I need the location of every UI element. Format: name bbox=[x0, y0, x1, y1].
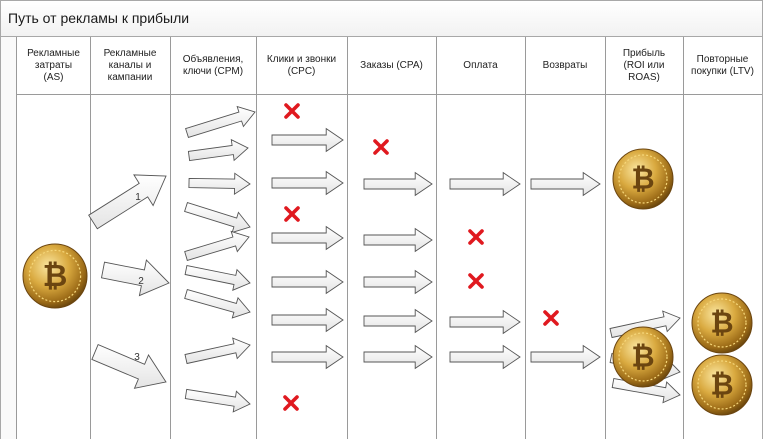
channel-label: 2 bbox=[138, 276, 144, 287]
coin-symbol: ₿ bbox=[631, 163, 654, 196]
rejected-cross-icon bbox=[283, 395, 299, 411]
ad-arrow bbox=[188, 172, 251, 196]
channel-arrow-1 bbox=[88, 174, 167, 230]
payment-arrow bbox=[449, 344, 521, 370]
column-header-row: Рекламные затраты (AS) Рекламные каналы … bbox=[17, 37, 763, 95]
column-header-profit: Прибыль (ROI или ROAS) bbox=[622, 47, 666, 83]
coin-symbol: ₿ bbox=[43, 259, 68, 294]
ad-arrow bbox=[187, 138, 249, 162]
column-header-ltv: Повторные покупки (LTV) bbox=[691, 53, 754, 77]
rejected-cross-icon bbox=[543, 310, 559, 326]
diagram-title: Путь от рекламы к прибыли bbox=[8, 10, 190, 26]
order-arrow bbox=[363, 171, 433, 197]
column-divider bbox=[347, 37, 348, 439]
labels-layer: 1 2 3 bbox=[134, 192, 144, 363]
channel-arrow-3 bbox=[91, 344, 167, 389]
order-arrow bbox=[363, 344, 433, 370]
arrows-layer bbox=[88, 105, 681, 413]
coin-symbol: ₿ bbox=[631, 341, 654, 374]
bitcoin-coin-icon: ₿ bbox=[691, 354, 753, 416]
ad-arrow bbox=[184, 230, 250, 261]
column-header-payment: Оплата bbox=[463, 59, 498, 71]
column-divider bbox=[436, 37, 437, 439]
swimlane-strip bbox=[0, 37, 17, 439]
column-header-channels: Рекламные каналы и кампании bbox=[103, 47, 157, 83]
channel-label: 1 bbox=[135, 192, 141, 203]
right-border bbox=[762, 37, 763, 439]
title-bar: Путь от рекламы к прибыли bbox=[0, 0, 763, 37]
click-arrow bbox=[271, 225, 344, 251]
ad-arrow bbox=[184, 202, 251, 234]
bitcoin-coin-icon: ₿ bbox=[612, 326, 674, 388]
ad-arrow bbox=[184, 337, 251, 365]
crosses-layer bbox=[283, 103, 559, 411]
order-arrow bbox=[363, 308, 433, 334]
ad-arrow bbox=[184, 388, 251, 413]
ad-arrow bbox=[184, 289, 251, 319]
profit-arrow bbox=[530, 171, 601, 197]
click-arrow bbox=[271, 307, 344, 333]
rejected-cross-icon bbox=[468, 273, 484, 289]
click-arrow bbox=[271, 269, 344, 295]
rejected-cross-icon bbox=[284, 206, 300, 222]
ad-arrow bbox=[184, 264, 251, 291]
profit-arrow bbox=[530, 344, 601, 370]
column-divider bbox=[256, 37, 257, 439]
coin-symbol: ₿ bbox=[710, 307, 733, 340]
column-header-ads: Объявления, ключи (CPM) bbox=[182, 53, 244, 77]
column-header-ad-spend: Рекламные затраты (AS) bbox=[27, 47, 80, 83]
column-divider bbox=[683, 37, 684, 439]
rejected-cross-icon bbox=[468, 229, 484, 245]
order-arrow bbox=[363, 269, 433, 295]
bitcoin-coin-icon: ₿ bbox=[22, 243, 88, 309]
column-divider bbox=[170, 37, 171, 439]
column-divider bbox=[605, 37, 606, 439]
column-divider bbox=[525, 37, 526, 439]
payment-arrow bbox=[449, 309, 521, 335]
payment-arrow bbox=[449, 171, 521, 197]
column-header-returns: Возвраты bbox=[542, 59, 588, 71]
ad-arrow bbox=[185, 105, 256, 138]
column-divider bbox=[90, 37, 91, 439]
column-header-orders: Заказы (CPA) bbox=[360, 59, 423, 71]
rejected-cross-icon bbox=[373, 139, 389, 155]
click-arrow bbox=[271, 127, 344, 153]
column-header-clicks: Клики и звонки (CPC) bbox=[266, 53, 337, 77]
channel-arrow-2 bbox=[100, 259, 170, 297]
order-arrow bbox=[363, 227, 433, 253]
repeat-arrow bbox=[611, 377, 681, 404]
click-arrow bbox=[271, 170, 344, 196]
channel-label: 3 bbox=[134, 352, 140, 363]
coin-symbol: ₿ bbox=[710, 369, 733, 402]
coins-layer: ₿ ₿ ₿ ₿ ₿ bbox=[22, 148, 753, 416]
bitcoin-coin-icon: ₿ bbox=[612, 148, 674, 210]
click-arrow bbox=[271, 344, 344, 370]
bitcoin-coin-icon: ₿ bbox=[691, 292, 753, 354]
rejected-cross-icon bbox=[284, 103, 300, 119]
